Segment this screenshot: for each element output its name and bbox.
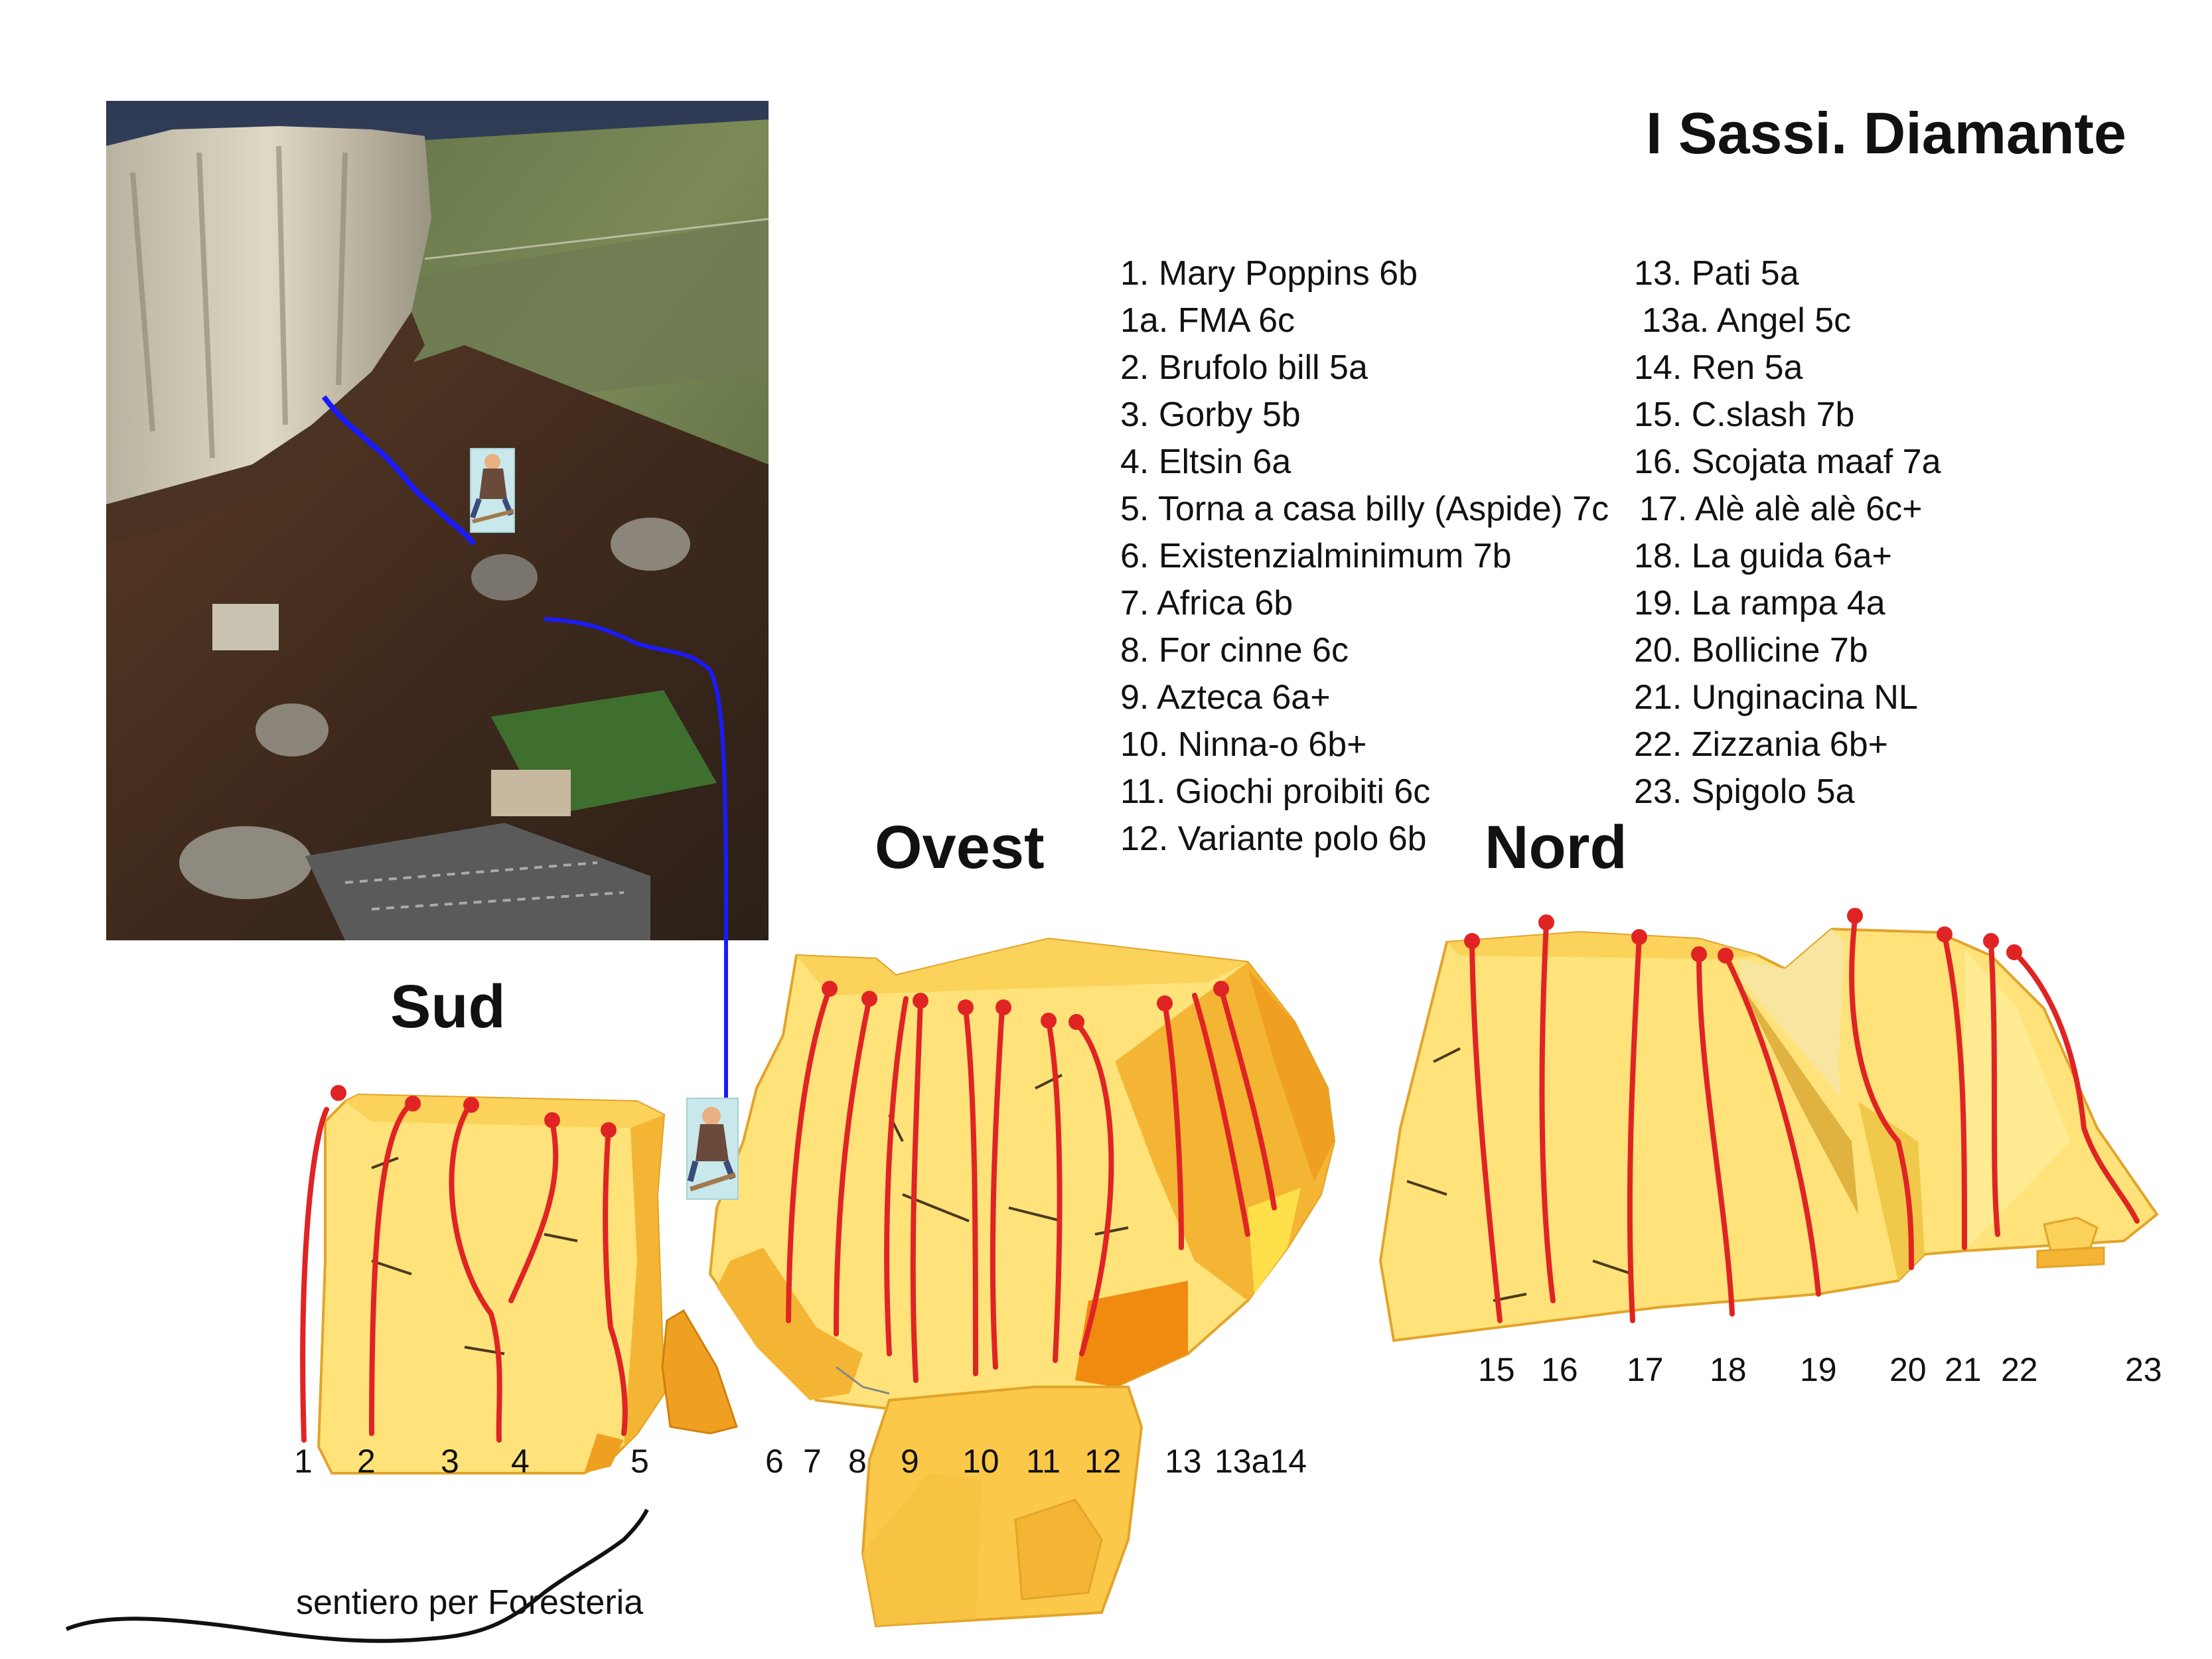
- route-item: 17. Alè alè alè 6c+: [1639, 490, 1923, 528]
- approach-path-upper: [321, 395, 477, 546]
- route-number: 6: [765, 1443, 784, 1480]
- route-number: 5: [630, 1443, 649, 1480]
- route-line-13a: [1162, 1001, 1184, 1250]
- face-label-nord: Nord: [1485, 814, 1627, 881]
- approach-path-lower: [544, 617, 728, 1102]
- trail-label: sentiero per Foresteria: [296, 1583, 644, 1622]
- route-number: 23: [2125, 1351, 2162, 1388]
- route-number: 18: [1710, 1351, 1747, 1388]
- route-number: 21: [1945, 1351, 1982, 1388]
- route-item: 20. Bollicine 7b: [1634, 631, 1868, 670]
- route-number: 3: [441, 1443, 459, 1480]
- route-line-11: [990, 1006, 1005, 1370]
- route-number: 12: [1084, 1443, 1122, 1480]
- face-label-ovest: Ovest: [875, 814, 1045, 881]
- boulder-small: [661, 1309, 738, 1435]
- route-number: 13: [1165, 1443, 1202, 1480]
- route-line-9: [910, 998, 923, 1383]
- route-line-22: [1988, 940, 2000, 1237]
- route-number: 16: [1541, 1351, 1578, 1388]
- route-item: 13a. Angel 5c: [1642, 301, 1852, 340]
- route-number: 13a14: [1215, 1443, 1307, 1480]
- route-line-4: [508, 1119, 559, 1303]
- route-item: 1a. FMA 6c: [1120, 301, 1295, 340]
- route-item: 4. Eltsin 6a: [1120, 443, 1291, 481]
- route-line-16: [1539, 920, 1556, 1303]
- route-number: 1: [294, 1443, 313, 1480]
- route-item: 16. Scojata maaf 7a: [1634, 443, 1941, 481]
- climber-icon: [470, 448, 515, 533]
- route-line-19: [1723, 953, 1821, 1297]
- aerial-photo: [106, 101, 769, 940]
- route-item: 15. C.slash 7b: [1634, 396, 1855, 434]
- page-title: I Sassi. Diamante: [1646, 100, 2126, 166]
- route-number: 11: [1026, 1443, 1061, 1480]
- block-ovest: [708, 937, 1336, 1628]
- route-line-23: [2012, 950, 2140, 1224]
- route-item: 21. Unginacina NL: [1634, 678, 1918, 717]
- route-line-14: [1192, 986, 1277, 1237]
- route-number: 2: [357, 1443, 376, 1480]
- route-line-6: [786, 986, 832, 1323]
- climber-icon: [686, 1098, 739, 1200]
- route-line-18: [1696, 953, 1735, 1317]
- route-item: 3. Gorby 5b: [1120, 396, 1301, 434]
- face-label-sud: Sud: [390, 973, 506, 1041]
- route-item: 8. For cinne 6c: [1120, 631, 1349, 670]
- route-line-20: [1849, 916, 1914, 1270]
- route-list-right: 13. Pati 5a 13a. Angel 5c 14. Ren 5a 15.…: [1634, 250, 1941, 816]
- route-number: 8: [848, 1443, 867, 1480]
- route-number: 20: [1889, 1351, 1927, 1388]
- route-item: 2. Brufolo bill 5a: [1120, 348, 1368, 387]
- route-item: 12. Variante polo 6b: [1120, 820, 1427, 858]
- route-number: 15: [1478, 1351, 1515, 1388]
- route-line-15: [1469, 938, 1503, 1323]
- route-lines: [300, 916, 2140, 1443]
- route-line-21: [1942, 933, 1967, 1250]
- route-number: 22: [2001, 1351, 2038, 1388]
- route-line-7: [834, 996, 872, 1336]
- route-line-3: [449, 1106, 502, 1443]
- route-number: 17: [1627, 1351, 1664, 1388]
- route-item: 19. La rampa 4a: [1634, 584, 1885, 622]
- route-line-13: [1072, 1019, 1114, 1356]
- route-item: 5. Torna a casa billy (Aspide) 7c: [1120, 490, 1609, 528]
- route-dots: [331, 908, 2022, 1138]
- route-number: 9: [901, 1443, 919, 1480]
- route-item: 1. Mary Poppins 6b: [1120, 254, 1418, 293]
- trail-path: [65, 1508, 649, 1643]
- route-item: 23. Spigolo 5a: [1634, 772, 1855, 811]
- route-item: 6. Existenzialminimum 7b: [1120, 537, 1512, 575]
- route-line-8: [884, 996, 909, 1356]
- route-line-12: [1046, 1019, 1063, 1363]
- route-line-5: [603, 1125, 628, 1436]
- route-item: 9. Azteca 6a+: [1120, 678, 1331, 717]
- route-line-10: [963, 1006, 978, 1376]
- route-item: 11. Giochi proibiti 6c: [1120, 772, 1431, 811]
- route-number: 19: [1800, 1351, 1837, 1388]
- route-item: 7. Africa 6b: [1120, 584, 1293, 622]
- route-number: 10: [962, 1443, 999, 1480]
- route-item: 13. Pati 5a: [1634, 254, 1799, 293]
- block-sud: [317, 1093, 666, 1475]
- route-line-2: [369, 1106, 409, 1436]
- block-nord: [1378, 927, 2159, 1342]
- route-item: 14. Ren 5a: [1634, 348, 1803, 387]
- route-item: 22. Zizzania 6b+: [1634, 725, 1889, 764]
- route-line-17: [1627, 934, 1642, 1323]
- route-number: 4: [511, 1443, 530, 1480]
- route-list-left: 1. Mary Poppins 6b 1a. FMA 6c 2. Brufolo…: [1120, 250, 1609, 863]
- route-number: 7: [803, 1443, 822, 1480]
- route-item: 18. La guida 6a+: [1634, 537, 1892, 575]
- route-line-1: [300, 1107, 329, 1443]
- route-item: 10. Ninna-o 6b+: [1120, 725, 1367, 764]
